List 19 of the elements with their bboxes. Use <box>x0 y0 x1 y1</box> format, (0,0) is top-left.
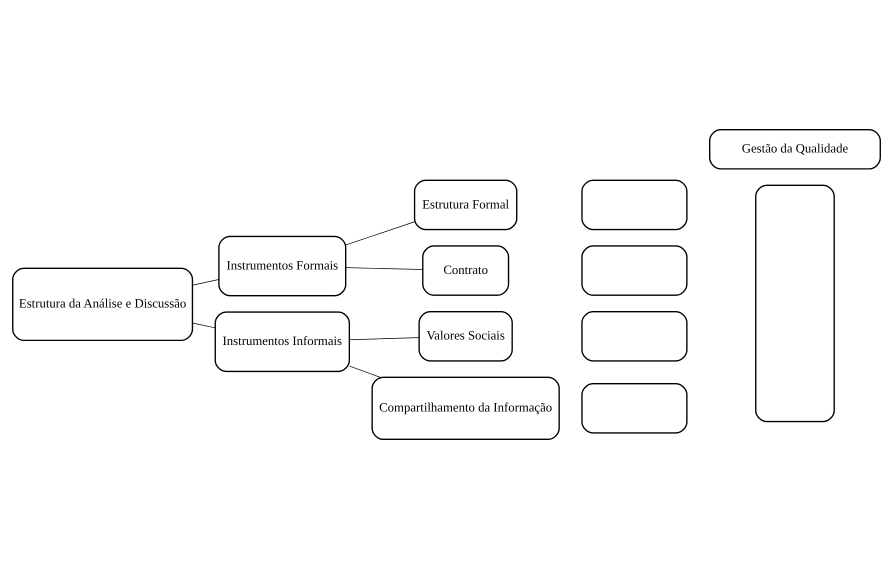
node-box: Instrumentos Formais <box>218 236 346 296</box>
connector <box>192 279 220 286</box>
node-box: Gestão da Qualidade <box>709 128 881 170</box>
connector <box>349 337 420 340</box>
node-box: Valores Sociais <box>418 310 513 362</box>
connector <box>346 267 423 270</box>
node-box <box>581 180 688 230</box>
connector <box>192 322 216 328</box>
node-box: Estrutura Formal <box>414 180 518 230</box>
node-box: Estrutura da Análise e Discussão <box>12 268 194 342</box>
node-box <box>755 184 835 422</box>
node-box: Contrato <box>422 245 510 296</box>
node-box <box>581 310 688 362</box>
node-box: Instrumentos Informais <box>214 311 350 372</box>
node-box <box>581 245 688 296</box>
connector <box>346 222 415 246</box>
connector <box>349 366 380 378</box>
node-box <box>581 383 688 434</box>
node-box: Compartilhamento da Informação <box>371 376 560 440</box>
